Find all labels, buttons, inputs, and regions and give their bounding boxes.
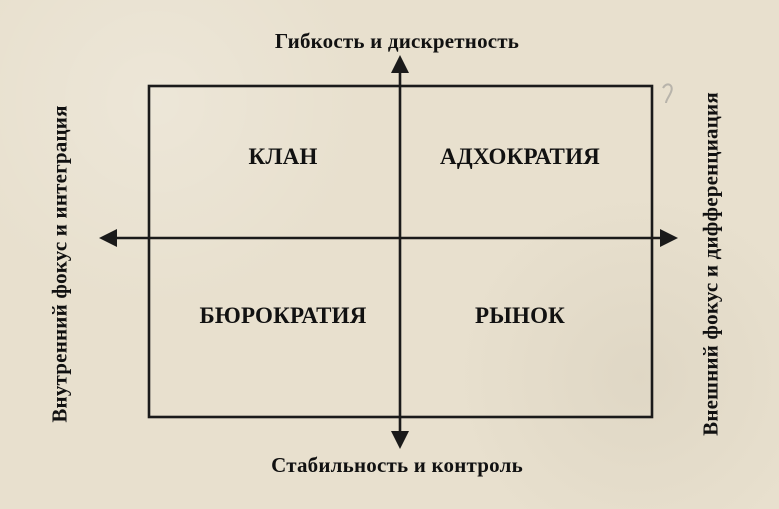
quadrant-adhocracy: АДХОКРАТИЯ bbox=[440, 144, 600, 169]
pen-mark-icon bbox=[662, 83, 673, 104]
top-arrow-icon bbox=[391, 55, 409, 73]
quadrant-bureaucracy: БЮРОКРАТИЯ bbox=[199, 303, 367, 328]
bottom-arrow-icon bbox=[391, 431, 409, 449]
right-arrow-icon bbox=[660, 229, 678, 247]
quadrant-market: РЫНОК bbox=[474, 303, 566, 328]
left-axis-label: Внутренний фокус и интеграция bbox=[47, 105, 72, 423]
bottom-axis-label: Стабильность и контроль bbox=[271, 453, 523, 477]
quadrant-clan: КЛАН bbox=[248, 144, 318, 169]
top-axis-label: Гибкость и дискретность bbox=[274, 29, 520, 53]
left-arrow-icon bbox=[99, 229, 117, 247]
right-axis-label: Внешний фокус и дифференциация bbox=[698, 92, 723, 436]
